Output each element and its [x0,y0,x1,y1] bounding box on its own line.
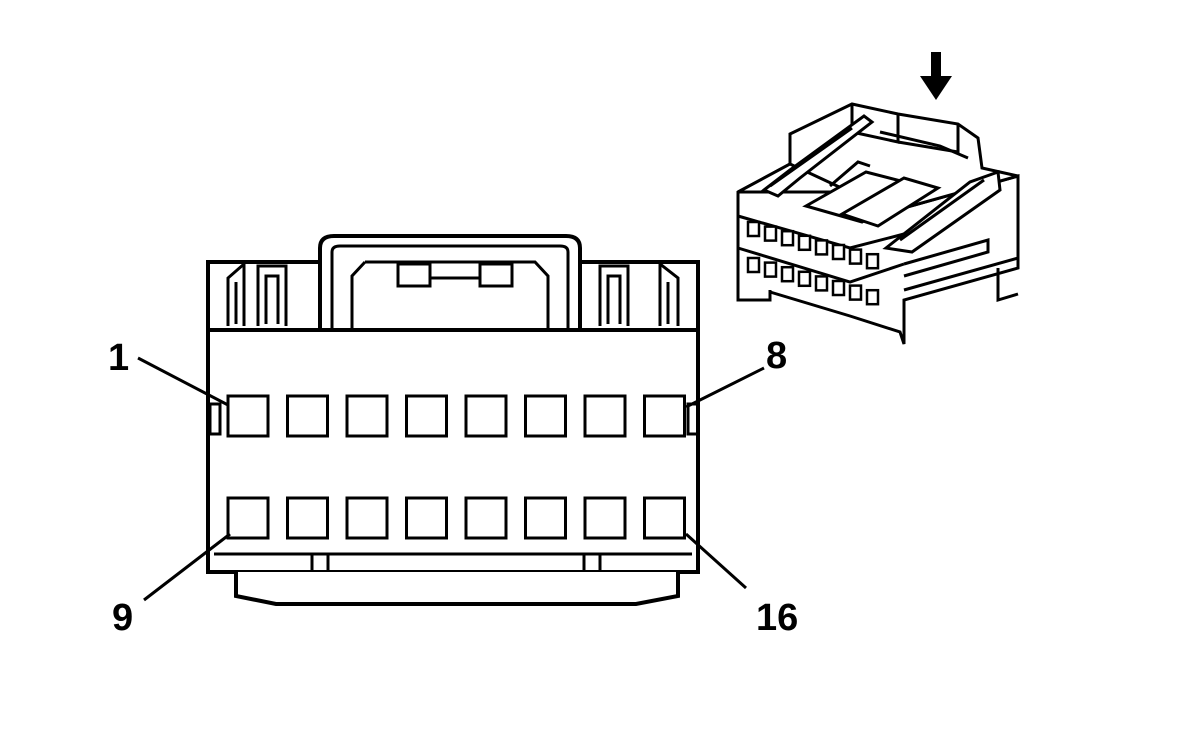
connector-isometric-view [736,52,1020,345]
pin-cavity-grid [226,394,686,540]
pin-cavity-13 [464,496,508,540]
pin-cavity-7 [583,394,627,438]
pin-cavity-8 [643,394,686,438]
pin-cavity-15 [583,496,627,540]
leader-line-pin-9 [143,532,231,602]
iso-pin-cavity-13 [814,275,829,292]
iso-pin-cavity-14 [831,279,846,297]
connector-face-view: 1 8 9 16 [108,234,798,639]
left-key [208,402,222,436]
iso-pin-cavities [746,220,880,306]
iso-pin-cavity-4 [797,234,812,252]
pin-label-9: 9 [112,597,133,639]
right-lock-ear [578,260,700,332]
pin-cavity-3 [345,394,389,438]
iso-pin-cavity-10 [763,261,778,278]
pin-cavity-9 [226,496,270,540]
pin-cavity-10 [286,496,329,540]
pin-cavity-14 [524,496,567,540]
leader-line-pin-16 [684,532,748,590]
iso-pin-cavity-12 [797,270,812,288]
pin-cavity-2 [286,394,329,438]
pin-cavity-12 [405,496,448,540]
pin-label-16: 16 [756,597,798,639]
pin-cavity-5 [464,394,508,438]
top-latch [318,234,582,330]
iso-pin-cavity-15 [848,284,863,301]
bottom-skirt [214,552,692,606]
iso-pin-cavity-1 [746,220,761,238]
left-lock-ear [206,260,322,332]
iso-pin-cavity-6 [831,243,846,261]
leader-line-pin-1 [137,356,229,407]
pin-label-1: 1 [108,337,129,379]
pin-cavity-16 [643,496,686,540]
iso-pin-cavity-8 [865,252,880,270]
iso-pin-cavity-5 [814,239,829,256]
iso-pin-cavity-16 [865,288,880,306]
pin-cavity-11 [345,496,389,540]
iso-pin-cavity-9 [746,256,761,274]
pin-cavity-6 [524,394,567,438]
iso-pin-cavity-11 [780,265,795,283]
leader-line-pin-8 [685,366,765,409]
pin-cavity-4 [405,394,448,438]
down-arrow-icon [920,52,952,100]
iso-pin-cavity-7 [848,248,863,265]
pin-cavity-1 [226,394,270,438]
iso-pin-cavity-2 [763,225,778,242]
iso-pin-cavity-3 [780,229,795,247]
pin-label-8: 8 [766,335,787,377]
